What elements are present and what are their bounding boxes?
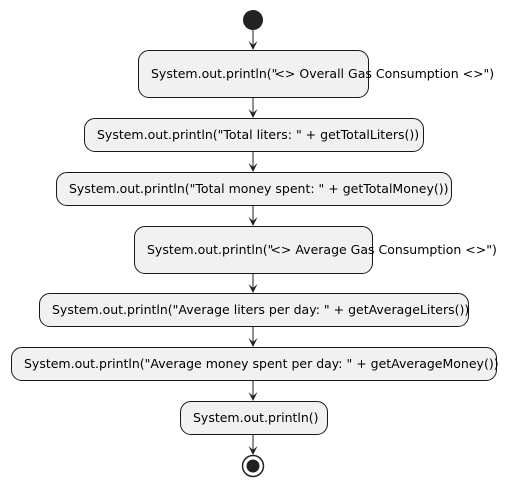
start-node bbox=[243, 10, 263, 30]
step-overall-header: System.out.println(" <> Overall Gas Cons… bbox=[138, 50, 494, 98]
step-total-money: System.out.println("Total money spent: "… bbox=[56, 172, 452, 206]
step-line: System.out.println(" bbox=[147, 242, 274, 257]
flow-arrow bbox=[248, 327, 258, 347]
step-average-header: System.out.println(" <> Average Gas Cons… bbox=[134, 226, 497, 274]
flow-arrow bbox=[248, 435, 258, 455]
step-line: <> Overall Gas Consumption <>") bbox=[274, 66, 495, 81]
flow-arrow bbox=[248, 381, 258, 401]
step-println-blank: System.out.println() bbox=[180, 401, 328, 435]
step-line: System.out.println("Total liters: " + ge… bbox=[97, 127, 420, 142]
step-line: System.out.println("Total money spent: "… bbox=[69, 181, 449, 196]
flow-arrow bbox=[248, 206, 258, 226]
step-line: <> Average Gas Consumption <>") bbox=[270, 242, 497, 257]
step-total-liters: System.out.println("Total liters: " + ge… bbox=[84, 118, 424, 152]
flow-arrow bbox=[248, 30, 258, 50]
step-line: System.out.println("Average money spent … bbox=[24, 356, 499, 371]
end-node bbox=[241, 454, 265, 478]
flow-arrow bbox=[248, 98, 258, 118]
flow-arrow bbox=[248, 152, 258, 172]
step-average-money: System.out.println("Average money spent … bbox=[11, 347, 499, 381]
step-average-liters: System.out.println("Average liters per d… bbox=[39, 293, 469, 327]
step-line: System.out.println() bbox=[193, 410, 319, 425]
step-line: System.out.println(" bbox=[151, 66, 278, 81]
flow-arrow bbox=[248, 274, 258, 293]
step-line: System.out.println("Average liters per d… bbox=[52, 302, 470, 317]
